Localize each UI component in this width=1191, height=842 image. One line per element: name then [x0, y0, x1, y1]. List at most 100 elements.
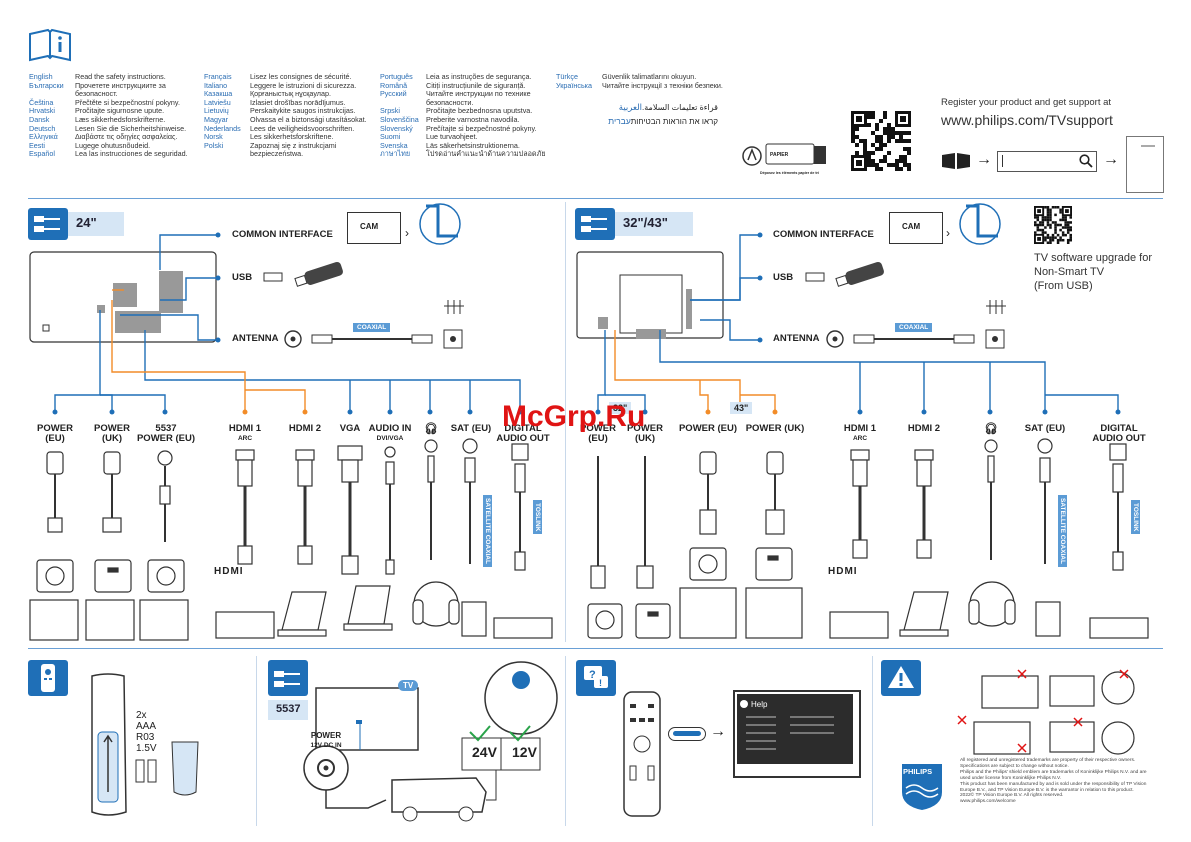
- language-instruction: Прочетете инструкциите за безопасност.: [75, 80, 166, 99]
- software-upgrade-text: TV software upgrade for Non-Smart TV (Fr…: [1034, 252, 1153, 292]
- caravan-tv-illustration: [303, 661, 558, 822]
- language-name: Slovenský: [380, 123, 413, 133]
- arrow-right-icon: →: [1103, 151, 1119, 168]
- language-name: Türkçe: [556, 72, 578, 81]
- warning-icon: [888, 666, 914, 688]
- language-row: Türkçe Güvenlik talimatlarını okuyun.: [556, 72, 734, 82]
- language-instruction: Izlasiet drošības norādījumus.: [250, 97, 346, 107]
- language-name: English: [29, 72, 53, 81]
- power-uk-label-43: POWER (UK): [745, 423, 805, 434]
- headphone-icon-32: 🎧︎: [984, 423, 998, 435]
- bottom-divider-1: [256, 656, 257, 826]
- language-name: Magyar: [204, 114, 228, 124]
- language-name: Dansk: [29, 114, 50, 124]
- footer-line: Philips and the Philips' shield emblem a…: [960, 769, 1147, 775]
- tv-corner-zoom-24: [419, 203, 461, 245]
- help-question-icon: ? !: [584, 666, 608, 688]
- language-name: Deutsch: [29, 123, 56, 133]
- usb-port-icon: [805, 272, 825, 282]
- language-name: Suomi: [380, 132, 401, 142]
- remote-icon: [41, 664, 55, 692]
- usb-stick-icon: [294, 261, 343, 287]
- chevron-right-icon: ›: [405, 226, 409, 240]
- search-icon[interactable]: [1079, 154, 1093, 168]
- bottom-divider: [28, 648, 1163, 649]
- register-url: www.philips.com/TVsupport: [941, 112, 1113, 128]
- help-menu-lines: [746, 716, 834, 750]
- power-uk-label-32: POWER (UK): [627, 423, 663, 444]
- usb-port-icon: [263, 272, 283, 282]
- hdmi-logo-32: HDMI: [828, 566, 858, 577]
- language-instruction: Lisez les consignes de sécurité.: [250, 72, 352, 81]
- power-eu-label-32: POWER (EU): [580, 423, 616, 444]
- usb-label-32: USB: [773, 272, 794, 283]
- cable-plug-icon: [581, 216, 607, 232]
- caravan-badge: [268, 660, 308, 696]
- language-name: Polski: [204, 140, 224, 150]
- language-instruction: Читайте инструкции по технике безопаснос…: [426, 89, 531, 107]
- language-instruction: Lugege ohutusnõudeid.: [75, 140, 151, 150]
- language-name: Lietuvių: [204, 106, 229, 116]
- language-instruction: Læs sikkerhedsforskrifterne.: [75, 114, 166, 124]
- language-name: Norsk: [204, 132, 223, 142]
- connector-icon-badge-24: [28, 208, 68, 240]
- language-name: Български: [29, 80, 64, 90]
- help-question-icon: [740, 700, 748, 708]
- language-name: Hrvatski: [29, 106, 55, 116]
- language-instruction: Leggere le istruzioni di sicurezza.: [250, 80, 357, 90]
- language-name: Română: [380, 80, 408, 90]
- common-interface-label-32: COMMON INTERFACE: [773, 229, 874, 240]
- footer-line: Europe B.V., and TP Vision Europe B.V. i…: [960, 787, 1134, 793]
- language-instruction: Güvenlik talimatlarını okuyun.: [602, 72, 697, 81]
- help-button-fill: [673, 731, 701, 736]
- arrow-right-icon: →: [710, 723, 726, 740]
- tv-tag: TV: [398, 680, 419, 691]
- hdmi-logo-24: HDMI: [214, 566, 244, 577]
- antenna-cable-32: [826, 300, 1006, 349]
- cam-module-32: [889, 212, 943, 244]
- language-name: Latviešu: [204, 97, 231, 107]
- qr-code-register: [851, 111, 911, 171]
- sat-label-32: SAT (EU): [1024, 423, 1066, 434]
- size-badge-32: 32": [609, 402, 632, 414]
- language-name: Slovenščina: [380, 114, 419, 124]
- paper-caption: Déposez les éléments papier de tri: [760, 171, 819, 175]
- common-interface-label-24: COMMON INTERFACE: [232, 229, 333, 240]
- language-name: Nederlands: [204, 123, 241, 133]
- arrow-right-icon: →: [976, 151, 992, 168]
- bottom-divider-2: [565, 656, 566, 826]
- language-instruction: โปรดอ่านคำแนะนำด้านความปลอดภัย: [426, 149, 546, 159]
- language-name: Čeština: [29, 97, 54, 107]
- language-instruction: Lue turvaohjeet.: [426, 132, 478, 142]
- chevron-right-icon: ›: [946, 226, 950, 240]
- language-instruction: Prečítajte si bezpečnostné pokyny.: [426, 123, 537, 133]
- language-instruction: Leia as instruções de segurança.: [426, 72, 532, 81]
- language-name: Русский: [380, 89, 407, 99]
- hdmi2-label-32: HDMI 2: [907, 423, 941, 434]
- center-divider: [565, 202, 566, 642]
- support-search-input[interactable]: [997, 151, 1097, 172]
- antenna-cable-24: [284, 300, 464, 349]
- language-instruction: Читайте інструкції з техніки безпеки.: [602, 80, 723, 90]
- tv-corner-zoom-32: [959, 203, 1001, 245]
- cam-label-24: CAM: [360, 222, 379, 231]
- voltage-24v: 24V: [472, 744, 497, 760]
